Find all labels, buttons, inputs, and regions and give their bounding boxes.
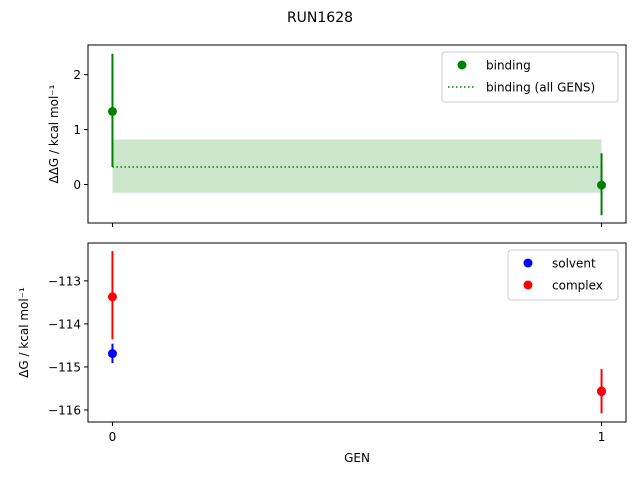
x-tick-label: 0 bbox=[109, 430, 117, 444]
y-tick-label: −114 bbox=[48, 317, 81, 331]
axes-frame bbox=[87, 242, 627, 423]
legend-point-marker bbox=[457, 60, 467, 70]
legend-label: binding bbox=[486, 59, 531, 73]
y-tick-label: 0 bbox=[73, 178, 81, 192]
legend-label: binding (all GENS) bbox=[486, 81, 595, 95]
legend-frame bbox=[441, 51, 619, 103]
y-tick-label: −115 bbox=[48, 360, 81, 374]
data-point-complex bbox=[107, 292, 117, 302]
legend: solvent complex bbox=[507, 249, 619, 301]
y-tick-label: −116 bbox=[48, 403, 81, 417]
y-tick-label: 2 bbox=[73, 68, 81, 82]
data-point-solvent bbox=[107, 349, 117, 359]
legend-point-marker bbox=[523, 280, 533, 290]
data-point-binding bbox=[597, 180, 607, 190]
legend-frame bbox=[507, 249, 619, 301]
data-point-complex bbox=[597, 386, 607, 396]
y-axis-label: ΔΔG / kcal mol⁻¹ bbox=[47, 84, 61, 183]
bottom-axes-solvent-complex: −113 −114 −115 −116 0 1 ΔG / kcal mol⁻¹ GEN solv… bbox=[17, 242, 627, 465]
y-axis-label: ΔG / kcal mol⁻¹ bbox=[17, 287, 31, 378]
x-tick-label: 1 bbox=[598, 430, 606, 444]
figure-title: RUN1628 bbox=[287, 10, 353, 26]
legend-point-marker bbox=[523, 258, 533, 268]
axes-frame bbox=[87, 44, 627, 224]
data-point-binding bbox=[107, 106, 117, 116]
legend-label: solvent bbox=[552, 257, 596, 271]
y-tick-label: 1 bbox=[73, 123, 81, 137]
y-tick-label: −113 bbox=[48, 274, 81, 288]
legend: binding binding (all GENS) bbox=[441, 51, 619, 103]
x-axis-label: GEN bbox=[344, 451, 370, 465]
confidence-band bbox=[112, 139, 602, 193]
legend-label: complex bbox=[552, 279, 603, 293]
